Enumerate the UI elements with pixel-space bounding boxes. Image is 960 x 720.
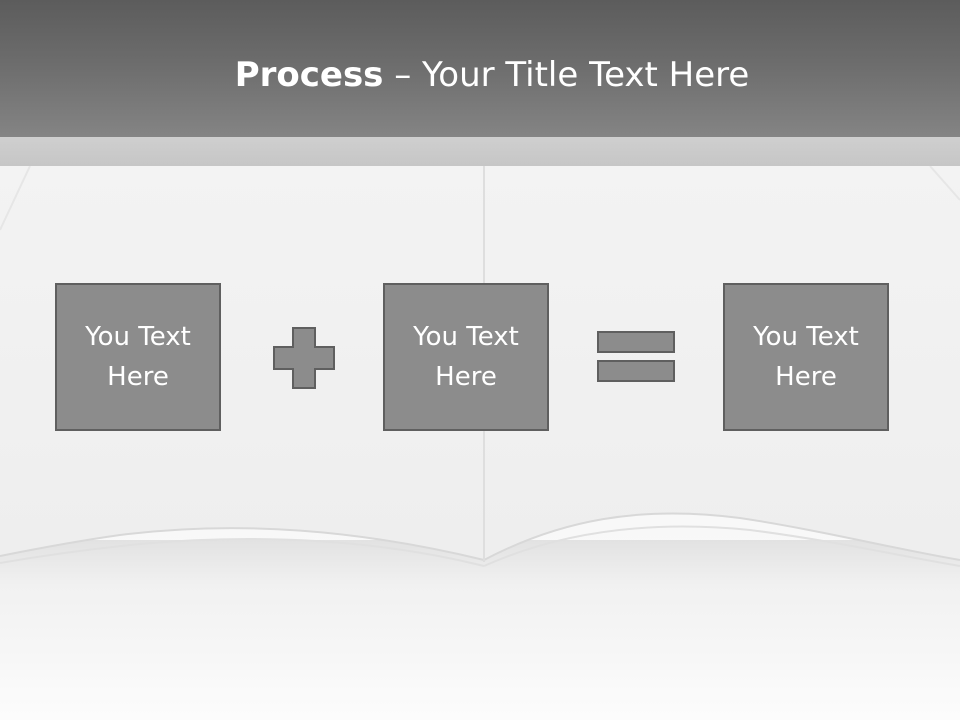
plus-icon — [273, 327, 335, 389]
title-rest: – Your Title Text Here — [383, 55, 750, 95]
equals-icon — [597, 331, 675, 382]
process-box-1-label: You Text Here — [85, 322, 191, 392]
process-box-2[interactable]: You Text Here — [383, 283, 549, 431]
process-box-2-label: You Text Here — [413, 322, 519, 392]
title-bar: Process – Your Title Text Here — [0, 0, 960, 137]
title-bold: Process — [234, 55, 384, 95]
process-box-1[interactable]: You Text Here — [55, 283, 221, 431]
header-band — [0, 137, 960, 166]
process-box-3-label: You Text Here — [753, 322, 859, 392]
slide-title: Process – Your Title Text Here — [0, 50, 960, 100]
process-box-3[interactable]: You Text Here — [723, 283, 889, 431]
